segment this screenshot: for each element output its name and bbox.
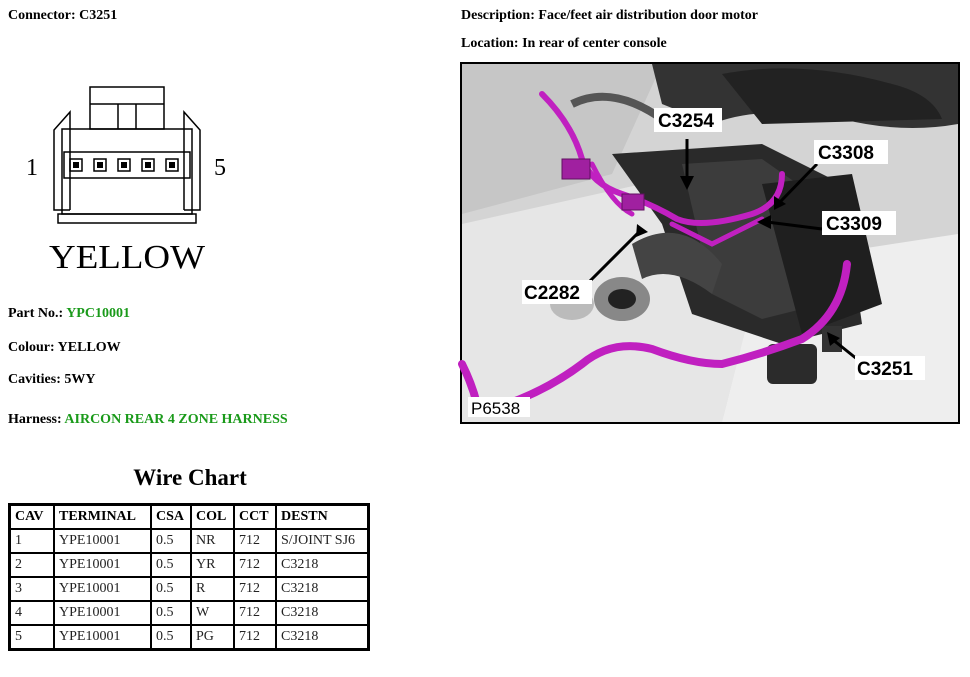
table-cell: YR <box>190 552 235 578</box>
colour-label: Colour: <box>8 340 55 355</box>
column-header: DESTN <box>275 503 370 530</box>
figure-id: P6538 <box>471 399 520 418</box>
table-cell: 2 <box>8 552 55 578</box>
pin-cavity <box>117 158 131 172</box>
harness-connector <box>621 193 645 211</box>
connector-face-drawing: 1 5 YELLOW <box>26 86 226 276</box>
connector-label: Connector: <box>8 8 76 23</box>
table-cell: 712 <box>233 624 277 651</box>
table-cell: YPE10001 <box>53 624 152 651</box>
location-value: In rear of center console <box>522 36 667 51</box>
column-header: TERMINAL <box>53 503 152 530</box>
location-illustration: C3254 C3308 C3309 C2282 C3251 P6538 <box>458 64 958 422</box>
pin-cavity <box>69 158 83 172</box>
table-cell: 3 <box>8 576 55 602</box>
callout-arrows <box>580 139 858 361</box>
connector-color-label: YELLOW <box>49 239 206 276</box>
table-row: 4 YPE10001 0.5 W 712 C3218 <box>8 600 370 626</box>
table-row: 5 YPE10001 0.5 PG 712 C3218 <box>8 624 370 651</box>
harness-label: Harness: <box>8 412 62 427</box>
pin-cavity <box>165 158 179 172</box>
table-cell: 0.5 <box>150 576 192 602</box>
table-cell: YPE10001 <box>53 600 152 626</box>
connector-latch <box>89 86 165 130</box>
table-cell: C3218 <box>275 624 370 651</box>
location-photo: C3254 C3308 C3309 C2282 C3251 P6538 <box>458 62 960 424</box>
table-cell: S/JOINT SJ6 <box>275 528 370 554</box>
table-row: 3 YPE10001 0.5 R 712 C3218 <box>8 576 370 602</box>
table-cell: YPE10001 <box>53 528 152 554</box>
description-line: Description: Face/feet air distribution … <box>461 8 758 24</box>
table-cell: YPE10001 <box>53 552 152 578</box>
cavities-line: Cavities: 5WY <box>8 372 96 388</box>
callout-label: C3254 <box>658 111 714 132</box>
table-row: 1 YPE10001 0.5 NR 712 S/JOINT SJ6 <box>8 528 370 554</box>
table-cell: 712 <box>233 528 277 554</box>
colour-line: Colour: YELLOW <box>8 340 121 356</box>
table-cell: 712 <box>233 576 277 602</box>
part-no-label: Part No.: <box>8 306 64 321</box>
harness-line: Harness: AIRCON REAR 4 ZONE HARNESS <box>8 412 288 428</box>
part-no-line: Part No.: YPC10001 <box>8 306 130 322</box>
table-cell: R <box>190 576 235 602</box>
table-cell: 712 <box>233 552 277 578</box>
harness-value: AIRCON REAR 4 ZONE HARNESS <box>64 412 288 427</box>
table-cell: W <box>190 600 235 626</box>
table-cell: 0.5 <box>150 528 192 554</box>
location-label: Location: <box>461 36 519 51</box>
column-header: COL <box>190 503 235 530</box>
callout-label: C3308 <box>818 143 874 164</box>
connector-pins <box>69 158 179 172</box>
pin-cavity <box>141 158 155 172</box>
description-label: Description: <box>461 8 535 23</box>
table-cell: NR <box>190 528 235 554</box>
table-cell: YPE10001 <box>53 576 152 602</box>
cavities-value: 5WY <box>64 372 96 387</box>
colour-value: YELLOW <box>57 340 121 355</box>
table-cell: C3218 <box>275 576 370 602</box>
table-cell: 0.5 <box>150 624 192 651</box>
table-cell: 712 <box>233 600 277 626</box>
column-header: CCT <box>233 503 277 530</box>
cavities-label: Cavities: <box>8 372 61 387</box>
column-header: CSA <box>150 503 192 530</box>
description-value: Face/feet air distribution door motor <box>538 8 758 23</box>
pin-number-right: 5 <box>214 155 226 181</box>
pin-number-left: 1 <box>26 155 38 181</box>
wire-chart-table: CAV TERMINAL CSA COL CCT DESTN 1 YPE1000… <box>8 503 370 651</box>
table-cell: 5 <box>8 624 55 651</box>
callout-labels: C3254 C3308 C3309 C2282 C3251 <box>522 108 925 380</box>
part-no-value: YPC10001 <box>66 306 130 321</box>
column-header: CAV <box>8 503 55 530</box>
table-cell: 0.5 <box>150 600 192 626</box>
wire-chart-header-row: CAV TERMINAL CSA COL CCT DESTN <box>8 503 370 530</box>
pin-cavity <box>93 158 107 172</box>
wire-chart-title: Wire Chart <box>133 465 247 490</box>
connector-heading: Connector: C3251 <box>8 8 117 24</box>
table-cell: C3218 <box>275 552 370 578</box>
callout-label: C2282 <box>524 283 580 304</box>
table-cell: 0.5 <box>150 552 192 578</box>
table-cell: C3218 <box>275 600 370 626</box>
harness-connector <box>561 158 591 180</box>
table-cell: 1 <box>8 528 55 554</box>
table-row: 2 YPE10001 0.5 YR 712 C3218 <box>8 552 370 578</box>
table-cell: PG <box>190 624 235 651</box>
location-line: Location: In rear of center console <box>461 36 667 52</box>
connector-value: C3251 <box>79 8 118 23</box>
callout-label: C3251 <box>857 359 913 380</box>
callout-label: C3309 <box>826 214 882 235</box>
table-cell: 4 <box>8 600 55 626</box>
